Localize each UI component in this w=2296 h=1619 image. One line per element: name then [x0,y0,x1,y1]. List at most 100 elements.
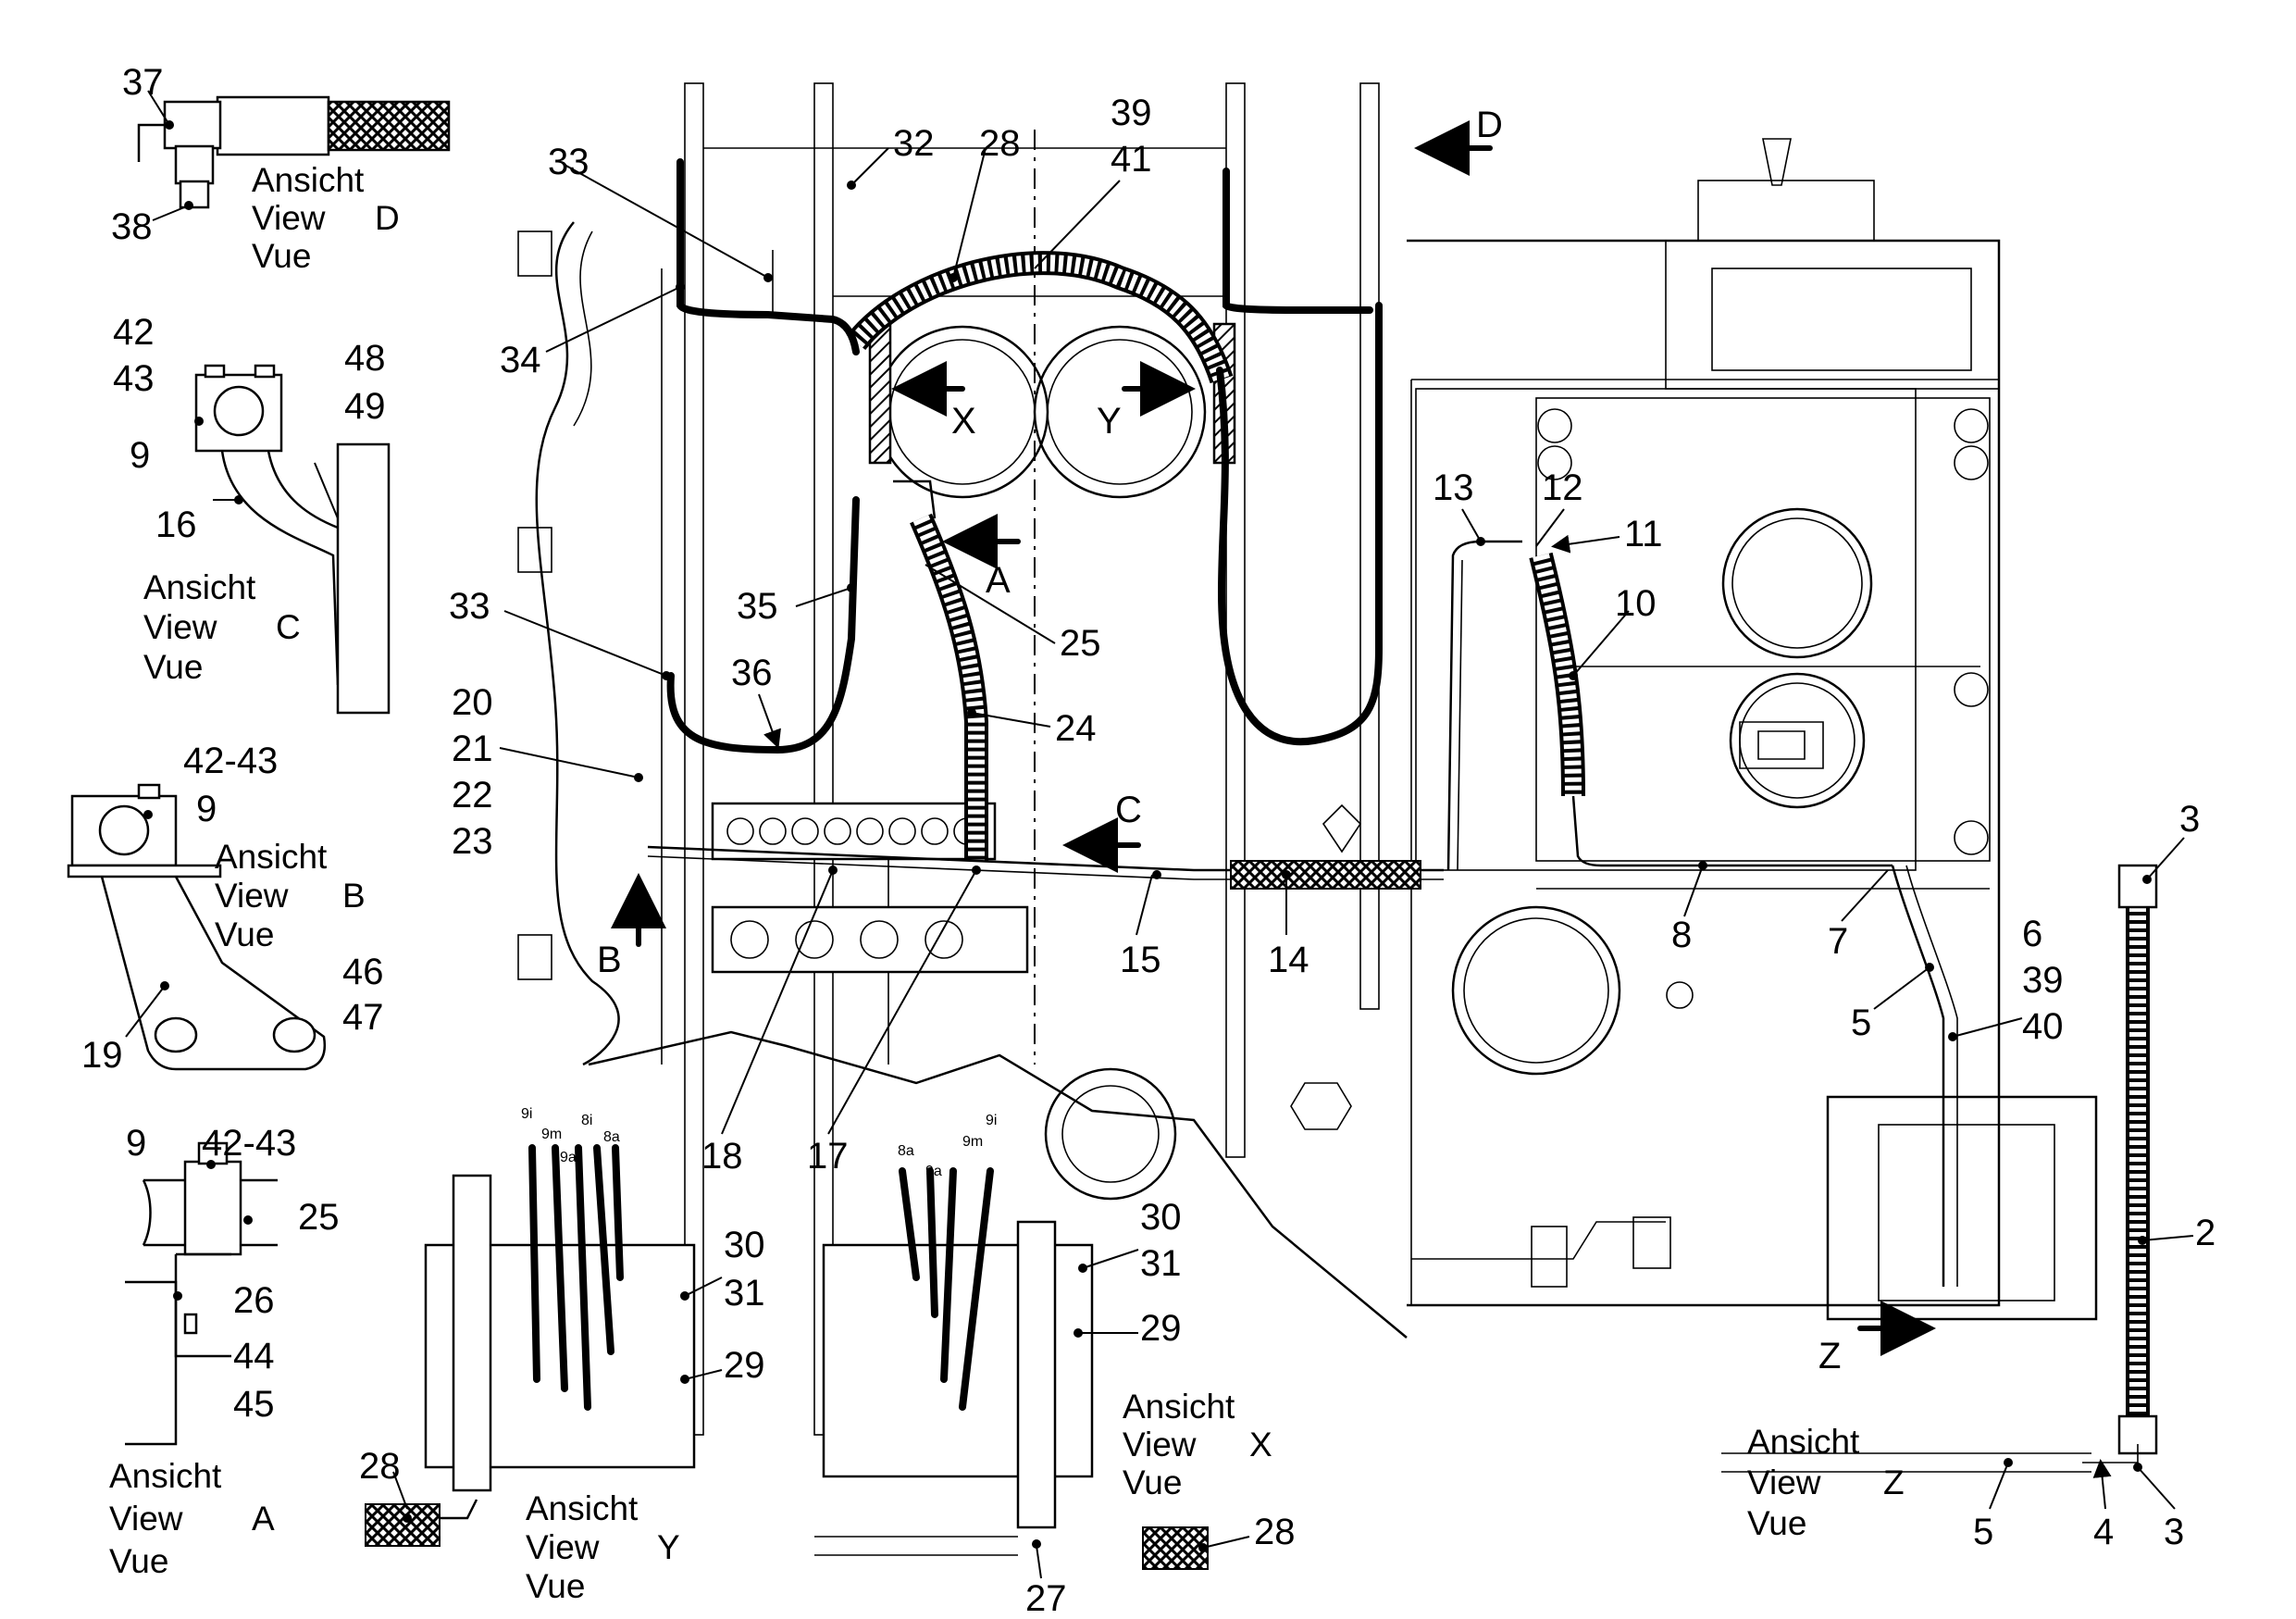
callout: 20 [452,682,493,723]
hose-tag: 9i [521,1106,532,1122]
callout: 48 [344,338,386,379]
callout: 28 [359,1446,401,1487]
caption-vue: Vue [526,1567,585,1605]
hose-tags-x: 8a 9a 9m 9i [898,1113,997,1179]
callout: 31 [1140,1243,1182,1284]
callout: 11 [1624,514,1663,554]
callout: 12 [1542,467,1583,508]
caption-ansicht: Ansicht [109,1457,222,1495]
caption-view: View [252,199,326,237]
view-caption-z: Ansicht View Z Vue [1747,1423,1905,1542]
detail-view-a [125,1141,278,1446]
view-arrow-b-label: B [597,940,622,980]
callout: 42 [113,312,155,353]
view-arrow-a: A [942,514,1021,601]
callout: 34 [500,340,541,380]
callout: 5 [1973,1512,1993,1552]
callout: 46 [342,952,384,992]
caption-view: View [1123,1426,1197,1463]
view-caption-d: Ansicht View D Vue [252,161,400,275]
hose-tag: 8i [581,1113,592,1128]
caption-ansicht: Ansicht [215,838,328,876]
detail-view-d [137,90,451,221]
callout-labels: 37 38 42 43 9 48 49 16 42-43 9 46 47 19 … [81,62,2215,1619]
callout: 6 [2022,914,2042,954]
view-arrow-y-label: Y [1097,401,1122,442]
callout: 38 [111,206,153,247]
callout: 37 [122,62,164,103]
caption-view: View [215,877,289,915]
callout: 24 [1055,708,1097,749]
detail-view-b [67,783,327,1071]
view-caption-y: Ansicht View Y Vue [526,1489,680,1605]
caption-ansicht: Ansicht [1123,1388,1235,1426]
callout: 17 [807,1136,849,1177]
callout: 5 [1851,1003,1871,1043]
caption-ansicht: Ansicht [526,1489,639,1527]
hose-tag: 9m [541,1127,562,1142]
callout: 3 [2164,1512,2184,1552]
callout: 9 [196,789,217,829]
view-caption-b: Ansicht View B Vue [215,838,366,953]
callout: 25 [1060,623,1101,664]
caption-view: View [1747,1463,1821,1501]
caption-vue: Vue [1123,1463,1182,1501]
callout: 27 [1025,1578,1067,1619]
callout: 39 [2022,960,2064,1001]
callout: 47 [342,997,384,1038]
caption-letter: B [342,877,366,915]
callout: 26 [233,1280,275,1321]
callout: 45 [233,1384,275,1425]
callout: 16 [155,504,197,545]
caption-view: View [143,608,217,646]
detail-view-y [365,1144,696,1547]
view-arrow-c: C [1062,790,1142,873]
callout: 2 [2195,1213,2215,1253]
view-caption-c: Ansicht View C Vue [143,568,301,686]
caption-view: View [109,1500,183,1538]
caption-vue: Vue [109,1542,168,1580]
view-arrow-b: B [597,873,666,980]
machine-frame [517,82,2098,1436]
callout: 42-43 [183,741,278,781]
callout: 23 [452,821,493,862]
callout: 30 [1140,1197,1182,1238]
callout: 29 [724,1345,765,1386]
hose-tag: 8a [603,1129,620,1145]
detail-view-c [194,364,391,715]
caption-letter: A [252,1500,275,1538]
detail-view-x [814,1167,1209,1570]
callout: 31 [724,1273,765,1314]
view-arrow-z: Z [1818,1301,1936,1376]
hose-tags-y: 9i 9m 9a 8i 8a [521,1106,620,1165]
caption-view: View [526,1528,600,1566]
callout: 41 [1111,139,1152,180]
view-arrow-c-label: C [1115,790,1142,830]
caption-vue: Vue [215,915,274,953]
hose-tag: 9m [962,1134,983,1150]
view-arrow-a-label: A [986,560,1011,601]
callout: 29 [1140,1308,1182,1349]
callout: 14 [1268,940,1309,980]
hose-tag: 9i [986,1113,997,1128]
callout: 9 [126,1123,146,1164]
view-caption-a: Ansicht View A Vue [109,1457,275,1580]
view-arrow-d: D [1414,105,1503,176]
callout: 44 [233,1336,275,1376]
callout: 9 [130,435,150,476]
callout: 30 [724,1225,765,1265]
callout: 35 [737,586,778,627]
hose-lines [647,158,2158,1473]
callout: 33 [548,142,590,182]
callout: 18 [701,1136,743,1177]
callout: 36 [731,653,773,693]
caption-ansicht: Ansicht [1747,1423,1860,1461]
view-arrow-x-label: X [951,401,976,442]
callout: 19 [81,1035,123,1076]
caption-vue: Vue [1747,1504,1806,1542]
caption-ansicht: Ansicht [143,568,256,606]
hose-tag: 9a [925,1164,942,1179]
callout: 10 [1615,583,1657,624]
view-caption-x: Ansicht View X Vue [1123,1388,1272,1501]
